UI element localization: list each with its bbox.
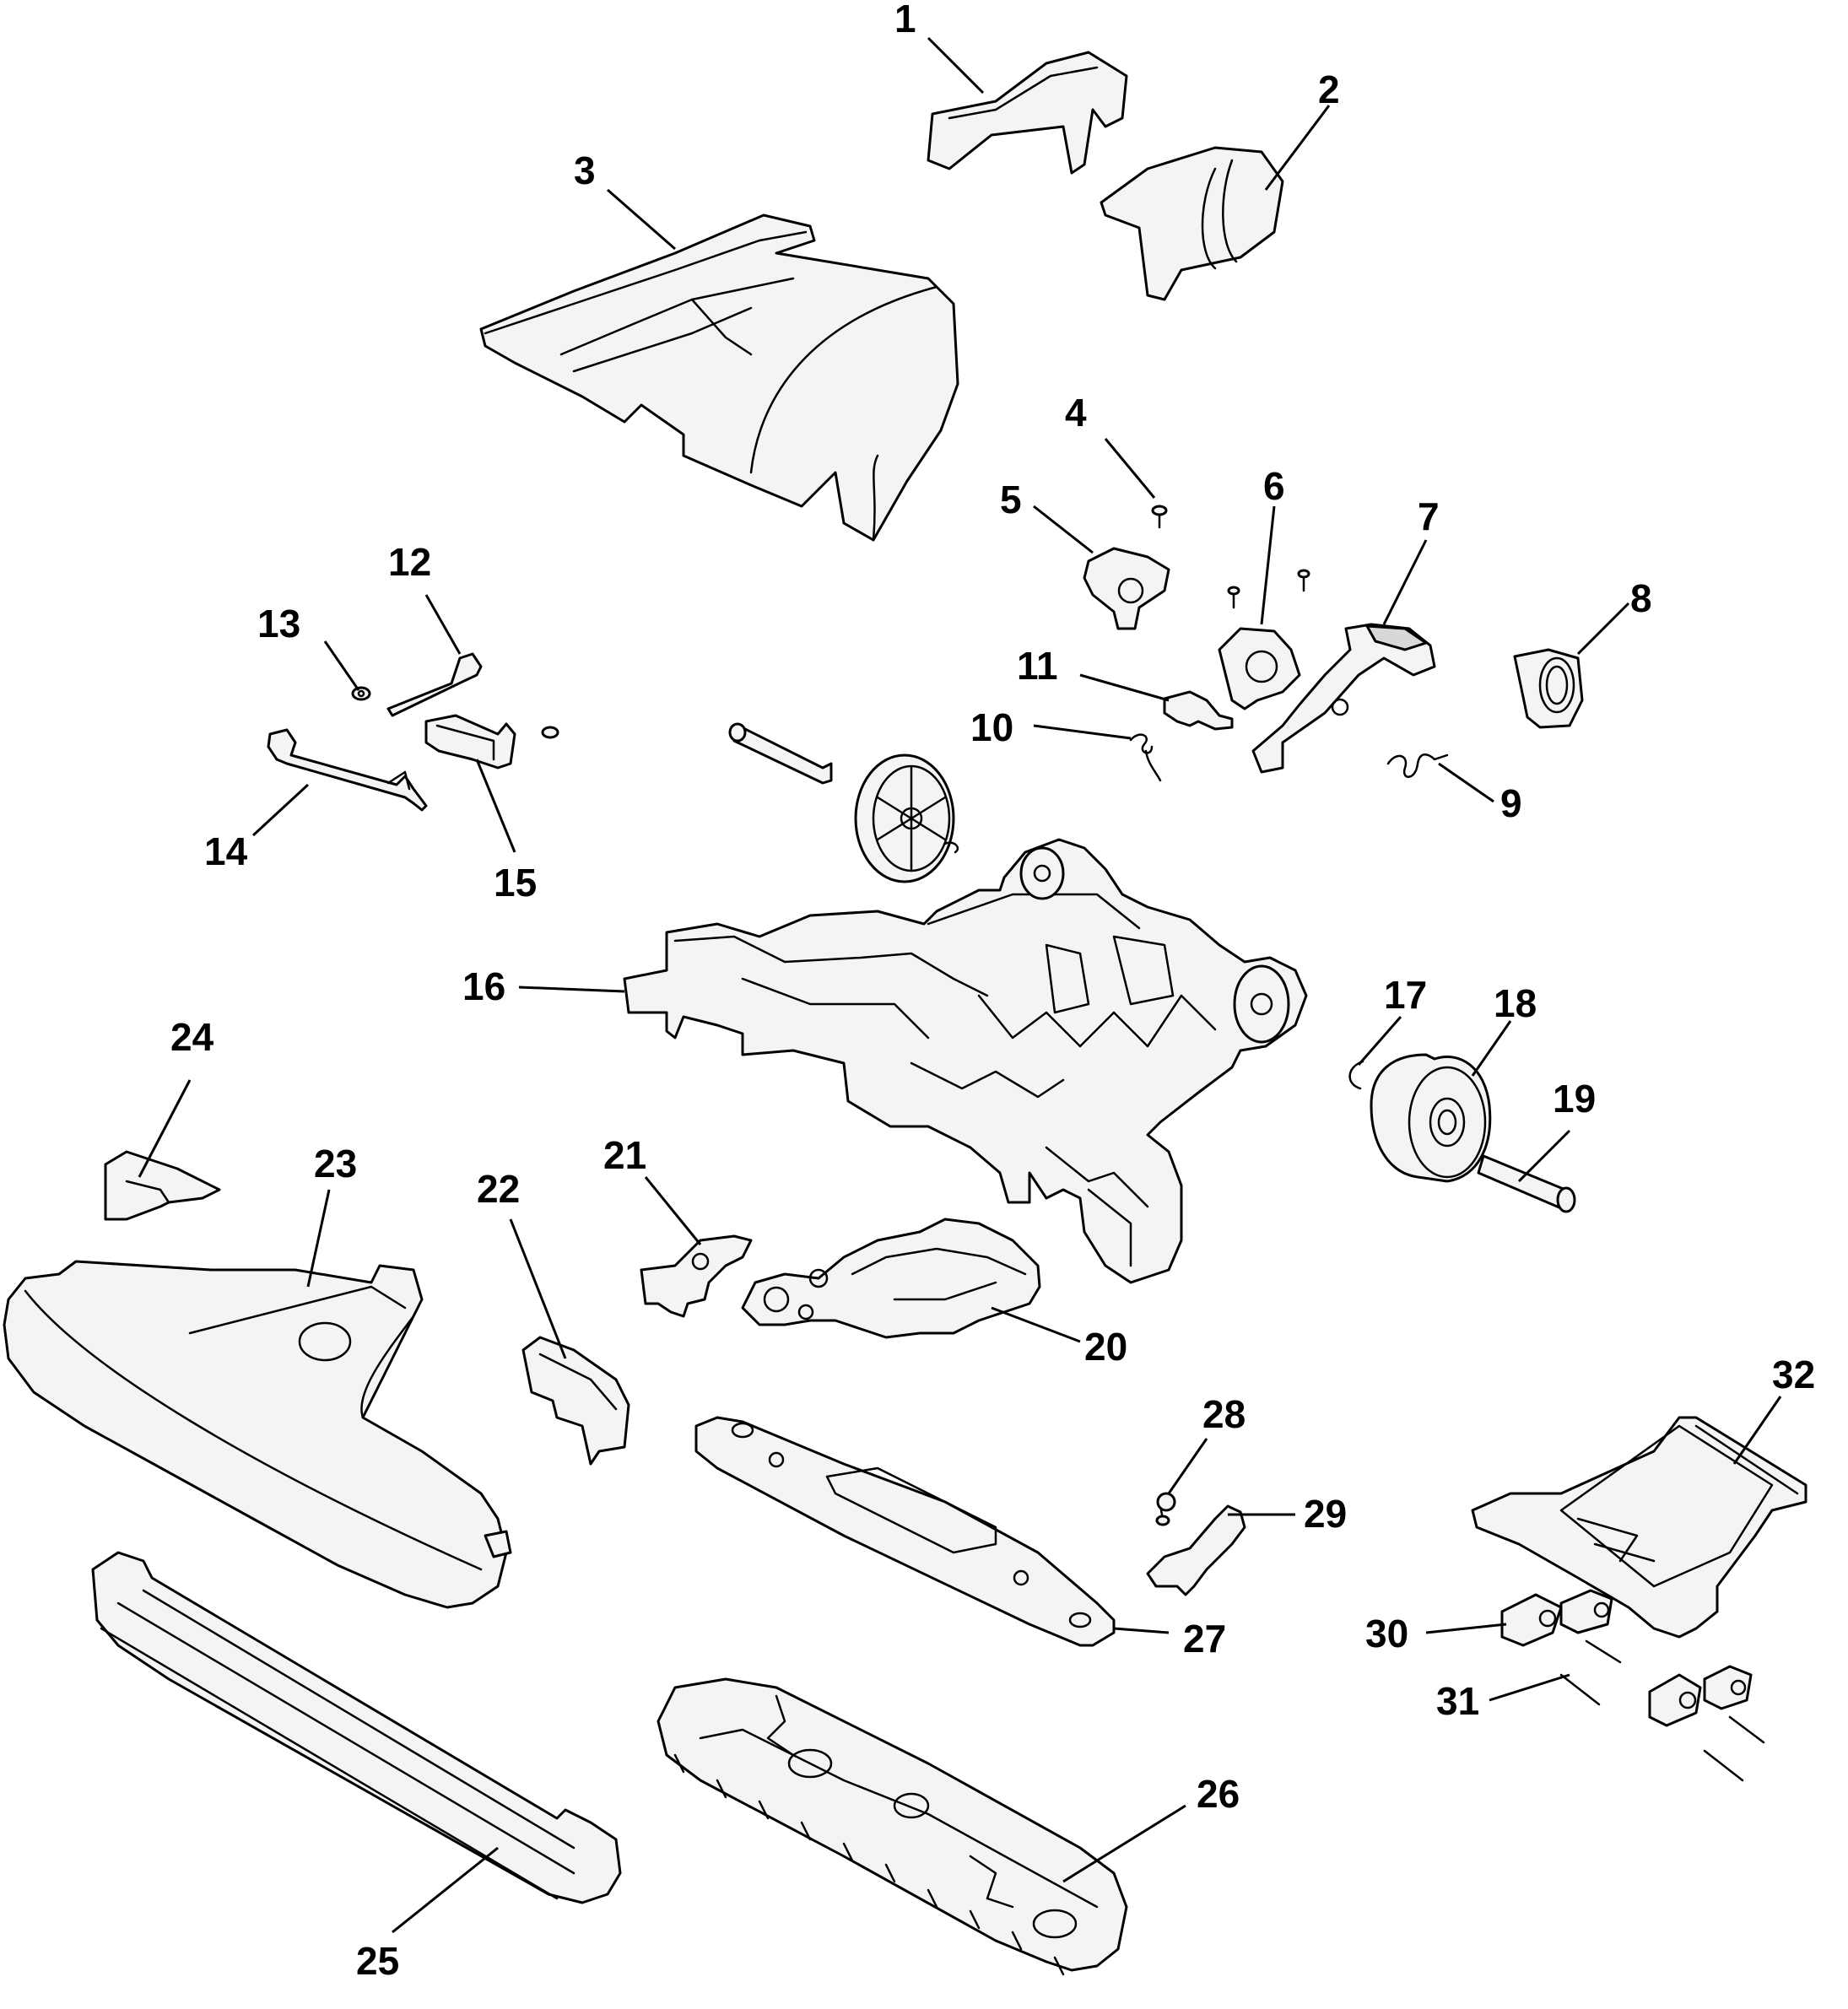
callout-23: 23 xyxy=(314,1142,357,1185)
callout-6: 6 xyxy=(1263,464,1285,508)
part-2-rear-cover xyxy=(1100,146,1284,301)
part-23-nozzle-cover xyxy=(3,1260,512,1609)
callout-1: 1 xyxy=(894,0,916,41)
callout-2: 2 xyxy=(1318,68,1340,111)
part-16-chassis xyxy=(623,838,1308,1284)
part-10-spring xyxy=(1129,733,1162,782)
part-1-cap-cover xyxy=(927,51,1128,175)
part-axle-top xyxy=(728,722,833,785)
part-20-gear-housing xyxy=(741,1218,1041,1339)
callout-15: 15 xyxy=(494,861,537,905)
part-25-bumper-strip xyxy=(91,1551,622,1904)
part-13-screw xyxy=(351,686,371,701)
callout-4: 4 xyxy=(1065,391,1087,435)
part-15-bracket xyxy=(424,714,559,770)
part-8-bumper-ring xyxy=(1513,648,1584,729)
part-28-screw xyxy=(1155,1492,1176,1526)
callout-14: 14 xyxy=(204,829,248,873)
part-14-slide-rail xyxy=(267,728,428,812)
callout-22: 22 xyxy=(477,1167,520,1211)
part-31-pins xyxy=(1559,1639,1765,1782)
part-26-brushroll xyxy=(657,1677,1128,1976)
callout-9: 9 xyxy=(1500,781,1522,825)
part-12-link-rod xyxy=(386,652,483,717)
part-27-base-plate xyxy=(694,1416,1116,1647)
part-17-clip xyxy=(1348,1060,1364,1090)
callout-29: 29 xyxy=(1304,1492,1347,1536)
part-9-spring xyxy=(1386,753,1449,778)
callout-27: 27 xyxy=(1183,1617,1226,1661)
part-11-latch xyxy=(1163,690,1234,731)
callout-labels: 1 2 3 4 5 6 7 8 9 10 11 12 13 14 15 16 1… xyxy=(170,0,1815,1983)
callout-13: 13 xyxy=(257,602,300,645)
callout-16: 16 xyxy=(462,964,505,1008)
callout-12: 12 xyxy=(388,540,431,584)
part-6-bracket xyxy=(1218,569,1310,710)
part-30-rollers xyxy=(1500,1589,1753,1727)
part-19-axle-pin xyxy=(1477,1154,1576,1213)
callout-26: 26 xyxy=(1197,1772,1240,1816)
callout-28: 28 xyxy=(1202,1392,1246,1436)
part-24-latch-clip xyxy=(104,1150,221,1221)
callout-19: 19 xyxy=(1553,1077,1596,1121)
part-29-clamp xyxy=(1146,1504,1246,1596)
callout-3: 3 xyxy=(574,149,596,192)
part-3-hood xyxy=(479,213,959,542)
callout-21: 21 xyxy=(603,1133,646,1177)
part-5-switch-housing xyxy=(1083,547,1170,630)
callout-5: 5 xyxy=(1000,478,1022,521)
callout-17: 17 xyxy=(1384,973,1427,1017)
callout-7: 7 xyxy=(1418,494,1440,538)
part-32-carrier-frame xyxy=(1471,1416,1807,1639)
part-22-corner-guard xyxy=(521,1336,630,1466)
callout-31: 31 xyxy=(1436,1679,1479,1723)
callout-30: 30 xyxy=(1365,1612,1408,1655)
callout-24: 24 xyxy=(170,1015,214,1059)
callout-10: 10 xyxy=(970,705,1013,749)
callout-8: 8 xyxy=(1630,576,1652,620)
callout-11: 11 xyxy=(1017,644,1058,688)
callout-18: 18 xyxy=(1494,981,1537,1025)
callout-25: 25 xyxy=(356,1939,399,1983)
part-wheel-top xyxy=(854,753,959,883)
part-21-bracket xyxy=(640,1234,753,1318)
callout-20: 20 xyxy=(1084,1325,1127,1369)
leader-lines xyxy=(138,36,1782,1934)
part-4-screw xyxy=(1151,505,1168,529)
part-18-rear-wheel xyxy=(1370,1053,1492,1183)
callout-32: 32 xyxy=(1772,1353,1815,1396)
part-7-pedal-lever xyxy=(1251,623,1436,774)
